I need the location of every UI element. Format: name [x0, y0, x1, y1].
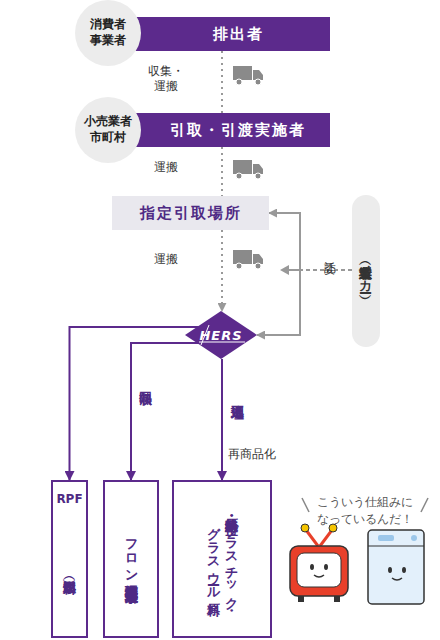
node-text: （固形燃料）: [60, 508, 79, 634]
connector: [222, 147, 223, 196]
washer-eye: [388, 567, 392, 573]
truck-wheel: [236, 173, 242, 179]
connector: [269, 213, 352, 270]
speech-mark: [421, 498, 428, 512]
side-arrowhead: [280, 265, 289, 275]
actor-circle: 消費者 事業者: [75, 0, 141, 66]
connector-line: [221, 359, 223, 480]
tv-body: [290, 546, 348, 596]
truck-icon: [233, 250, 263, 269]
edge-label: 運搬: [146, 160, 186, 175]
tv-antenna: [306, 530, 318, 546]
truck-body: [233, 160, 252, 174]
connector: [131, 343, 199, 480]
diamond-outline: [185, 311, 257, 359]
process-band: 排出者: [128, 17, 330, 51]
connector: [222, 359, 223, 480]
tv-antenna: [320, 530, 332, 546]
actor-circle: 小売業者 市町村: [75, 97, 141, 163]
node-text: 引取・引渡実施者: [170, 121, 306, 140]
washer-body: [368, 530, 424, 604]
truck-wheel: [236, 79, 242, 85]
truck-wheel: [255, 79, 261, 85]
connector-line: [221, 51, 223, 113]
speech-mark: [302, 498, 309, 512]
tv-mouth: [314, 575, 324, 577]
connector-line: [269, 213, 300, 270]
connector: [222, 230, 223, 311]
node-text: RPF: [56, 492, 82, 506]
connector-line: [131, 343, 199, 480]
connector: [222, 51, 223, 113]
tv-eye: [324, 564, 328, 570]
washer-button: [378, 535, 394, 541]
tv-screen: [297, 553, 341, 587]
connector-line: [300, 269, 352, 271]
truck-icon: [233, 66, 263, 85]
truck-wheel: [255, 263, 261, 269]
truck-wheel: [255, 173, 261, 179]
tv-eye: [310, 564, 314, 570]
process-band: 引取・引渡実施者: [128, 113, 330, 147]
connector-line: [221, 230, 223, 311]
washer-character: [368, 530, 424, 604]
node-text: 消費者 事業者: [82, 17, 134, 48]
edge-label: 再商品化: [222, 447, 282, 462]
washer-eye: [402, 567, 406, 573]
node-text: 鉄・非鉄原料・ 再生プラスチック・ グラスウール原料: [203, 492, 241, 618]
edge-label: 熱回収: [137, 380, 153, 383]
truck-body: [233, 250, 252, 264]
node-text: 排出者: [213, 25, 264, 44]
node-text: 指定引取場所: [140, 204, 242, 223]
connector: [70, 327, 200, 480]
tv-leg: [334, 596, 340, 602]
logo-diamond: HERS: [185, 311, 257, 359]
edge-label: 運搬: [146, 252, 186, 267]
connector-line: [70, 327, 200, 480]
node-text: フロン破壊処理業者 塩水処理業者: [122, 492, 141, 618]
truck-body: [233, 66, 252, 80]
process-box: 指定引取場所: [112, 196, 269, 230]
washer-mouth: [392, 578, 402, 580]
actor-pill: 製造業者（メーカー）: [352, 195, 380, 347]
output-box: 鉄・非鉄原料・ 再生プラスチック・ グラスウール原料: [172, 480, 272, 638]
washer-panel: [368, 546, 424, 547]
speech-text: こういう仕組みに なっているんだ！: [300, 494, 430, 527]
truck-icon: [233, 160, 263, 179]
connector: [257, 270, 352, 335]
edge-label: 収集・運搬: [146, 64, 186, 94]
washer-knob: [411, 535, 417, 541]
logo-stripe: [199, 325, 245, 345]
tv-character: [290, 524, 348, 602]
output-box: RPF （固形燃料）: [51, 480, 88, 638]
connector-line: [257, 270, 300, 335]
node-text: 小売業者 市町村: [82, 114, 134, 145]
node-text: 製造業者（メーカー）: [358, 201, 374, 341]
tv-leg: [298, 596, 304, 602]
connector-line: [300, 269, 352, 271]
edge-label: 適正処理: [229, 394, 245, 398]
truck-wheel: [236, 263, 242, 269]
connector-line: [221, 147, 223, 196]
edge-label: 委託: [322, 250, 337, 254]
tv-antenna-tip: [301, 524, 309, 532]
node-text: HERS: [199, 328, 242, 343]
output-box: フロン破壊処理業者 塩水処理業者: [103, 480, 159, 638]
